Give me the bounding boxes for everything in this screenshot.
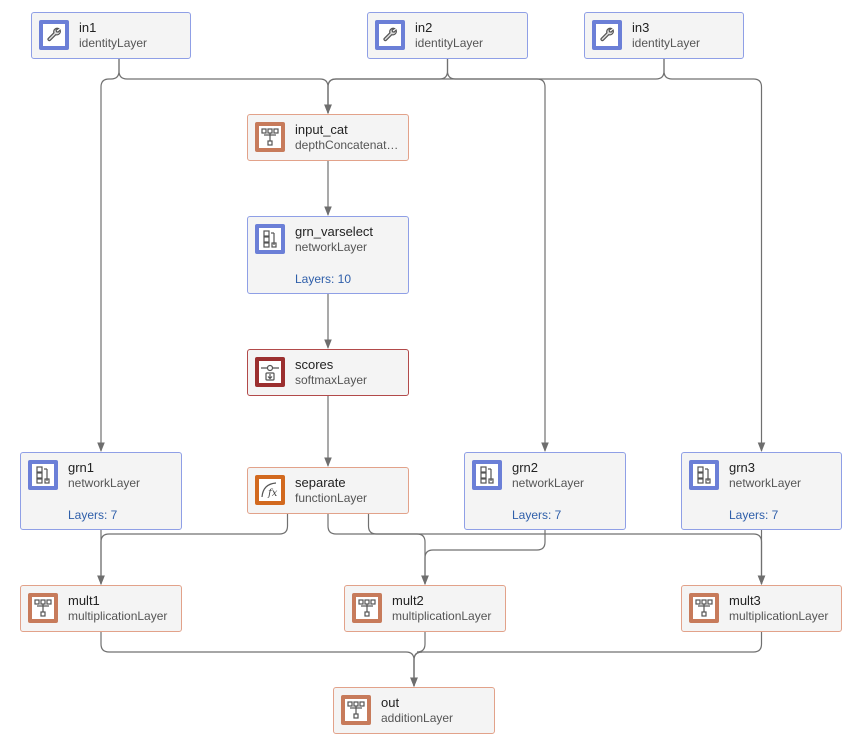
layer-name: input_cat (295, 122, 348, 137)
merge-icon (341, 695, 371, 725)
layer-name: grn_varselect (295, 224, 374, 239)
edge-in2-to-grn2 (446, 59, 549, 452)
wrench-icon (592, 20, 622, 50)
layer-name: separate (295, 475, 346, 490)
layer-type: identityLayer (632, 36, 701, 50)
layer-name: mult2 (392, 593, 424, 608)
edge-grn2-to-mult2 (421, 530, 546, 585)
layer-type: networkLayer (295, 240, 368, 254)
layer-type: networkLayer (68, 476, 141, 490)
svg-text:fx: fx (267, 488, 278, 499)
layer-name: grn2 (512, 460, 539, 475)
edge-in3-to-grn3 (663, 59, 766, 452)
concat-icon (255, 122, 285, 152)
merge-icon (689, 593, 719, 623)
layer-type: networkLayer (512, 476, 585, 490)
merge-icon (352, 593, 382, 623)
layer-name: grn3 (729, 460, 756, 475)
layer-name: grn1 (68, 460, 95, 475)
layer-type: softmaxLayer (295, 373, 368, 387)
network-icon (472, 460, 502, 490)
layer-count[interactable]: Layers: 7 (512, 508, 562, 522)
layer-name: mult1 (68, 593, 100, 608)
layer-node-input-cat[interactable]: input_catdepthConcatenationLayer (247, 114, 409, 161)
layer-name: in1 (79, 20, 97, 35)
network-icon (28, 460, 58, 490)
layer-type: identityLayer (415, 36, 484, 50)
function-icon: fx (255, 475, 285, 505)
merge-icon (28, 593, 58, 623)
edge-in3-to-input-cat (324, 59, 665, 114)
layer-type: networkLayer (729, 476, 802, 490)
layer-count[interactable]: Layers: 7 (729, 508, 779, 522)
edge-mult2-to-out (410, 632, 426, 687)
layer-name: scores (295, 357, 334, 372)
layer-type: multiplicationLayer (729, 609, 829, 623)
layer-name: out (381, 695, 400, 710)
edge-mult3-to-out (410, 632, 763, 687)
edge-in1-to-input-cat (118, 59, 332, 114)
layer-count[interactable]: Layers: 7 (68, 508, 118, 522)
layer-type: additionLayer (381, 711, 454, 725)
layer-type: functionLayer (295, 491, 368, 505)
layer-type: identityLayer (79, 36, 148, 50)
layer-type: multiplicationLayer (392, 609, 492, 623)
softmax-icon (255, 357, 285, 387)
edge-separate-to-mult3 (367, 514, 766, 585)
edge-in1-to-grn1 (97, 59, 120, 452)
layer-type: multiplicationLayer (68, 609, 168, 623)
layer-name: in2 (415, 20, 433, 35)
edge-mult1-to-out (100, 632, 418, 687)
network-icon (255, 224, 285, 254)
layer-name: in3 (632, 20, 650, 35)
layer-type: depthConcatenationLayer (295, 138, 401, 152)
wrench-icon (39, 20, 69, 50)
wrench-icon (375, 20, 405, 50)
layer-name: mult3 (729, 593, 761, 608)
edge-in2-to-input-cat (324, 59, 449, 114)
network-icon (689, 460, 719, 490)
layer-count[interactable]: Layers: 10 (295, 272, 352, 286)
edge-separate-to-mult1 (97, 514, 289, 585)
edge-separate-to-mult2 (327, 514, 429, 585)
